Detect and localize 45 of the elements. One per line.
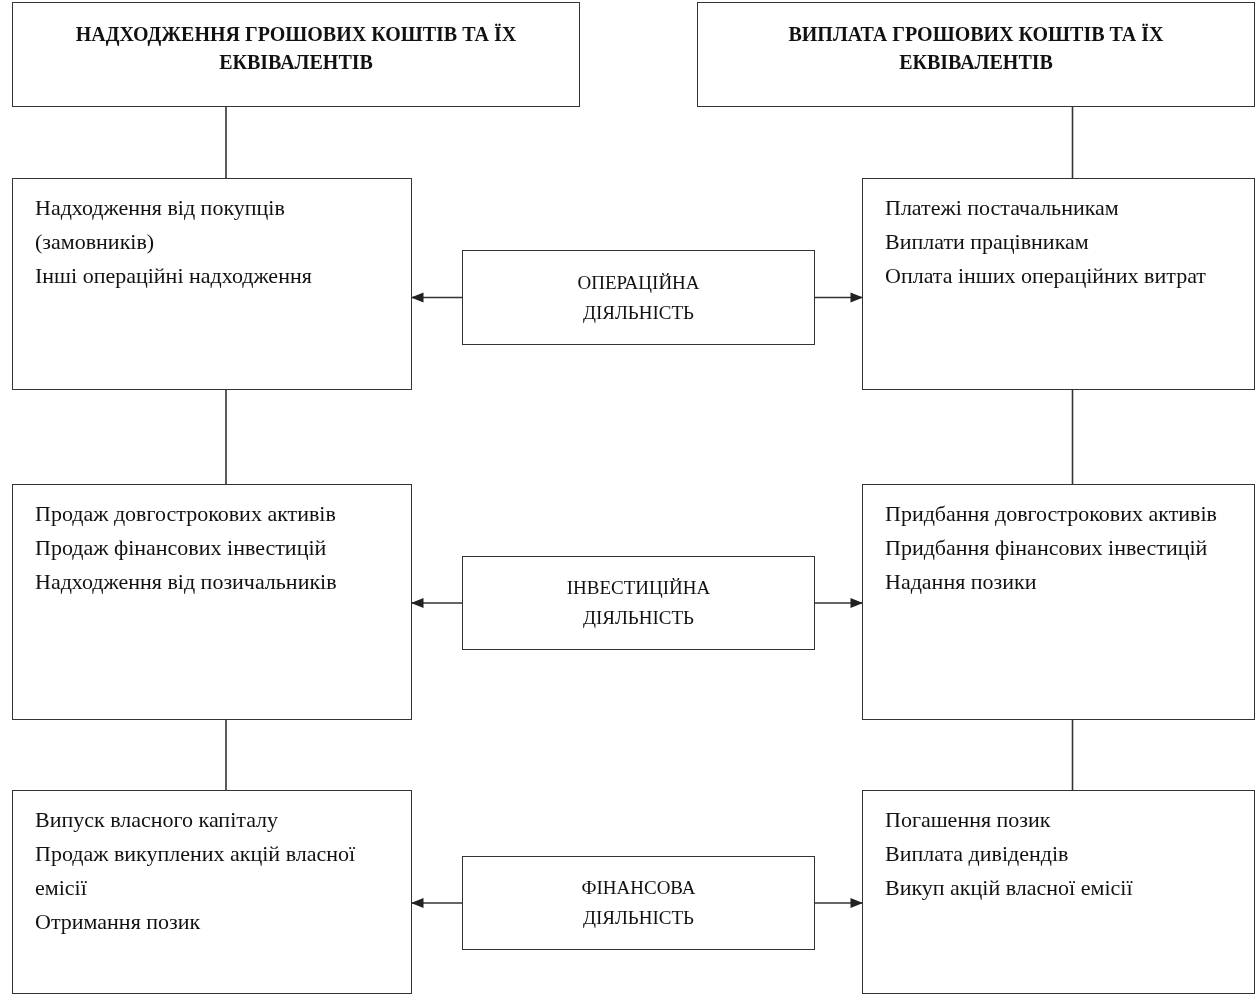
list-item: Надходження від покупців (замовників) <box>35 194 286 256</box>
list-box <box>12 178 412 390</box>
list-item: Придбання довгострокових активів <box>885 500 1218 528</box>
arrow <box>410 292 463 303</box>
connector-line <box>1071 389 1074 485</box>
list-item: Платежі постачальникам <box>885 194 1120 222</box>
list-item: Отримання позик <box>35 908 202 936</box>
list-box <box>862 484 1255 720</box>
connector-line <box>225 106 227 179</box>
list-item: Придбання фінансових інвестицій <box>885 534 1209 562</box>
connector-line <box>225 389 227 485</box>
connector-line <box>1071 106 1074 179</box>
activity-label: ІНВЕСТИЦІЙНА ДІЯЛЬНІСТЬ <box>565 576 712 630</box>
list-box <box>862 790 1255 994</box>
list-box <box>12 484 412 720</box>
list-box <box>862 178 1255 390</box>
list-item: Виплата дивідендів <box>885 840 1070 868</box>
arrow <box>814 597 864 609</box>
header-box <box>12 2 580 107</box>
arrow <box>410 897 463 909</box>
list-item: Випуск власного капіталу <box>35 806 280 834</box>
list-item: Надходження від позичальників <box>35 568 338 596</box>
arrow <box>410 597 463 609</box>
list-item: Погашення позик <box>885 806 1052 834</box>
list-item: Продаж довгострокових активів <box>35 500 337 528</box>
activity-label: ФІНАНСОВА ДІЯЛЬНІСТЬ <box>580 876 697 930</box>
arrow <box>814 292 864 303</box>
activity-box <box>462 856 815 950</box>
connector-line <box>1071 719 1074 791</box>
list-item: Виплати працівникам <box>885 228 1090 256</box>
header-box <box>697 2 1255 107</box>
list-item: Викуп акцій власної емісії <box>885 874 1134 902</box>
list-item: Інші операційні надходження <box>35 262 313 290</box>
arrow <box>814 897 864 909</box>
heading-text: ВИПЛАТА ГРОШОВИХ КОШТІВ ТА ЇХ ЕКВІВАЛЕНТІВ <box>787 21 1165 75</box>
list-item: Надання позики <box>885 568 1038 596</box>
heading-text: НАДХОДЖЕННЯ ГРОШОВИХ КОШТІВ ТА ЇХ ЕКВІВАЛЕНТІВ <box>74 21 518 75</box>
list-item: Продаж викуплених акцій власної емісії <box>35 840 357 902</box>
list-box <box>12 790 412 994</box>
activity-box <box>462 556 815 650</box>
connector-line <box>225 719 227 791</box>
activity-box <box>462 250 815 345</box>
list-item: Продаж фінансових інвестицій <box>35 534 328 562</box>
list-item: Оплата інших операційних витрат <box>885 262 1207 290</box>
activity-label: ОПЕРАЦІЙНА ДІЯЛЬНІСТЬ <box>576 270 701 325</box>
